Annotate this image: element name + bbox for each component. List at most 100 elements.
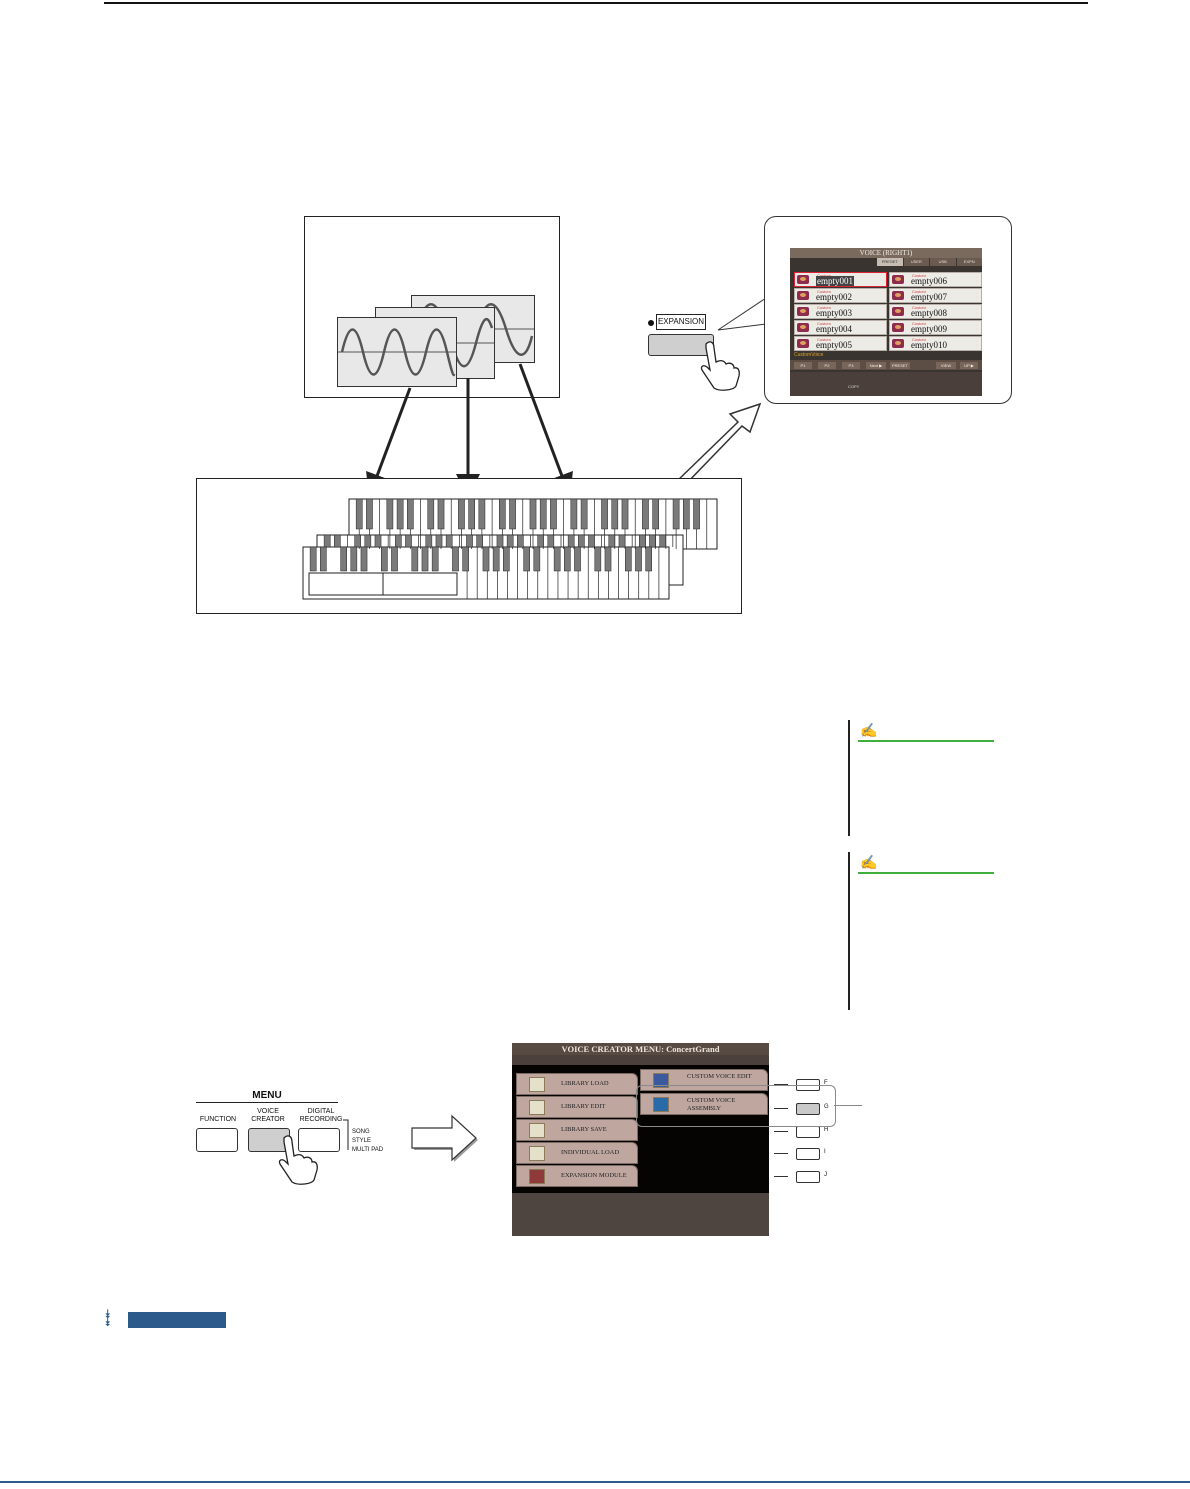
voice-tag: Custom xyxy=(912,289,926,294)
up-button[interactable]: UP ▶ xyxy=(960,362,978,369)
black-key xyxy=(539,498,547,530)
function-label: FUNCTION xyxy=(199,1116,237,1123)
black-key xyxy=(476,534,483,548)
tab-expn[interactable]: EXPN xyxy=(955,258,982,266)
voice-name: empty009 xyxy=(911,324,947,334)
next-button[interactable]: Next ▶ xyxy=(866,362,886,369)
p1-button[interactable]: P1 xyxy=(794,362,812,369)
voice-name: empty007 xyxy=(911,292,947,302)
callout-pointer xyxy=(717,297,767,331)
menu-title: MENU xyxy=(196,1090,338,1103)
voice-item[interactable]: Customempty001 xyxy=(794,272,887,287)
library-load-button[interactable]: LIBRARY LOAD xyxy=(516,1073,638,1095)
black-key xyxy=(635,546,642,572)
pencil-note-icon: ✍ xyxy=(860,722,878,738)
function-button[interactable] xyxy=(196,1128,238,1152)
side-button-i[interactable] xyxy=(796,1148,820,1160)
black-key xyxy=(435,534,443,548)
individual-load-button[interactable]: INDIVIDUAL LOAD xyxy=(516,1142,638,1164)
voice-screen-title: VOICE (RIGHT1) xyxy=(790,248,982,258)
black-key xyxy=(421,546,429,572)
library-edit-button[interactable]: LIBRARY EDIT xyxy=(516,1096,638,1118)
black-key xyxy=(550,498,557,530)
keyboards-drawing xyxy=(302,498,718,600)
voice-icon xyxy=(892,339,904,348)
black-key xyxy=(355,498,363,530)
p3-button[interactable]: P3 xyxy=(842,362,860,369)
preset-button[interactable]: PRESET xyxy=(890,362,910,369)
library-edit-label: LIBRARY EDIT xyxy=(561,1103,606,1110)
highlight-leader-line xyxy=(834,1105,862,1106)
view-button[interactable]: VIEW xyxy=(936,362,956,369)
copy-label[interactable]: COPY xyxy=(848,384,860,389)
continue-bar xyxy=(128,1312,226,1328)
folder-path: CustomVoice xyxy=(794,352,824,358)
black-key xyxy=(427,498,435,530)
library-edit-icon xyxy=(529,1100,545,1115)
side-letter-f: F xyxy=(824,1080,828,1086)
note-rule-1 xyxy=(848,720,850,836)
black-key xyxy=(452,546,459,572)
black-key xyxy=(492,546,500,572)
side-tick-g xyxy=(774,1108,788,1109)
custom-voice-assembly-label: CUSTOM VOICE ASSEMBLY xyxy=(687,1097,736,1112)
voice-icon xyxy=(797,339,809,348)
expansion-module-button[interactable]: EXPANSION MODULE xyxy=(516,1165,638,1187)
hollow-arrow-to-screen xyxy=(674,402,762,490)
pencil-note-icon: ✍ xyxy=(860,854,878,870)
individual-load-label: INDIVIDUAL LOAD xyxy=(561,1149,620,1156)
note-rule-2 xyxy=(848,852,850,1010)
side-button-j[interactable] xyxy=(796,1171,820,1183)
black-key xyxy=(360,546,368,572)
black-key xyxy=(509,498,516,530)
custom-voice-edit-label: CUSTOM VOICE EDIT xyxy=(687,1073,752,1080)
expansion-led xyxy=(648,320,654,326)
black-key xyxy=(374,534,382,548)
tab-preset[interactable]: PRESET xyxy=(876,258,903,266)
black-key xyxy=(499,498,506,530)
library-save-button[interactable]: LIBRARY SAVE xyxy=(516,1119,638,1141)
top-rule xyxy=(104,2,1088,4)
sub-items-bracket xyxy=(343,1119,349,1150)
tab-user[interactable]: USER xyxy=(902,258,929,266)
note-head-1 xyxy=(858,740,994,742)
side-button-h[interactable] xyxy=(796,1126,820,1138)
custom-voice-assembly-button[interactable]: CUSTOM VOICE ASSEMBLY xyxy=(640,1093,768,1115)
individual-load-icon xyxy=(529,1146,545,1161)
side-button-g[interactable] xyxy=(796,1103,820,1115)
digital-recording-button[interactable] xyxy=(298,1128,340,1152)
black-key xyxy=(645,546,652,572)
black-key xyxy=(537,534,544,548)
vc-screen-title: VOICE CREATOR MENU: ConcertGrand xyxy=(512,1043,769,1055)
voice-icon xyxy=(797,323,809,332)
side-tick-i xyxy=(774,1153,788,1154)
pressing-hand-icon xyxy=(700,341,740,391)
black-key xyxy=(693,498,700,530)
black-key xyxy=(366,498,373,530)
black-key xyxy=(611,498,619,530)
voice-tag: Custom xyxy=(817,305,831,310)
voice-right1-screen: VOICE (RIGHT1) PRESET USER USB EXPN Cust… xyxy=(790,248,982,396)
voice-creator-screen: VOICE CREATOR MENU: ConcertGrand LIBRARY… xyxy=(512,1043,769,1236)
bottom-rule xyxy=(0,1481,1190,1483)
arrow-left xyxy=(366,387,412,498)
custom-voice-assembly-icon xyxy=(653,1097,669,1112)
black-key xyxy=(396,498,404,530)
p2-button[interactable]: P2 xyxy=(818,362,836,369)
black-key xyxy=(405,534,412,548)
black-key xyxy=(340,546,347,572)
tab-usb[interactable]: USB xyxy=(929,258,956,266)
voice-icon xyxy=(892,291,904,300)
black-key xyxy=(478,498,486,530)
black-key xyxy=(411,546,419,572)
black-key xyxy=(503,546,510,572)
